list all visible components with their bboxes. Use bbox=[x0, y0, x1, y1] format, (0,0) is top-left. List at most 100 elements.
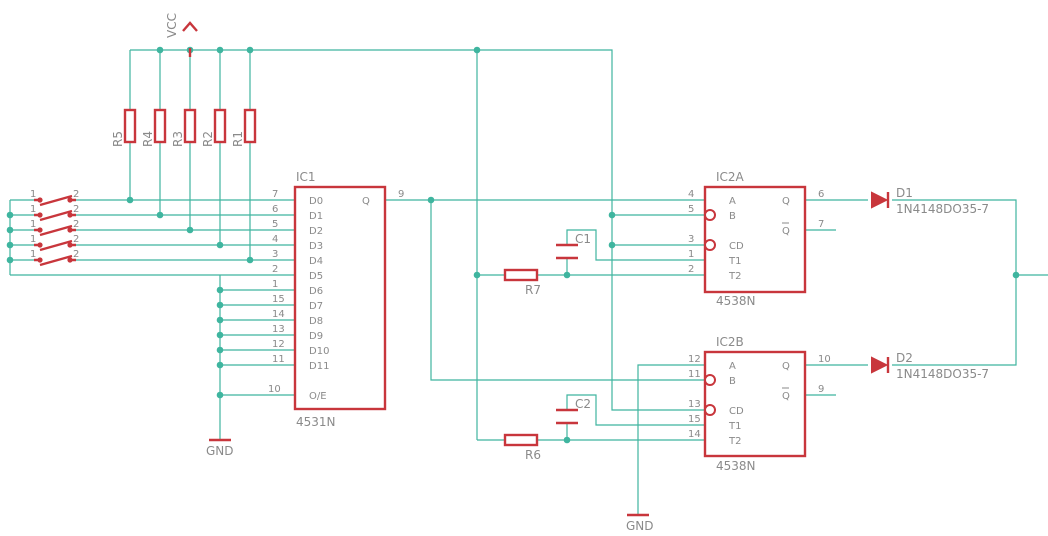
ic1-oe-signal: O/E bbox=[309, 391, 327, 402]
gnd-symbol-left: GND bbox=[206, 438, 234, 458]
ic1-pin-signal: D9 bbox=[309, 331, 323, 342]
switch-1: 1 2 bbox=[30, 189, 79, 207]
switch-5-pin-b: 2 bbox=[73, 249, 79, 260]
ic1-oe-pin: 10 bbox=[268, 384, 281, 395]
switch-4-pin-b: 2 bbox=[73, 234, 79, 245]
ic2b-pin-signal: T2 bbox=[728, 436, 741, 447]
ic1-pin-number: 4 bbox=[272, 234, 278, 245]
ic1-pin-signal: D2 bbox=[309, 226, 323, 237]
ic2a-name: IC2A bbox=[716, 170, 745, 184]
ic1-pin-signal: D8 bbox=[309, 316, 323, 327]
ic1-multiplexer: IC1 4531N Q 9 O/E 10 7D06D15D24D33D42D51… bbox=[268, 170, 404, 429]
gnd-label-left: GND bbox=[206, 444, 234, 458]
ic2a-pin-number: 2 bbox=[688, 264, 694, 275]
ic1-pin-signal: D10 bbox=[309, 346, 329, 357]
ic1-pin-number: 12 bbox=[272, 339, 285, 350]
switch-3: 1 2 bbox=[30, 219, 79, 237]
ic2b-pin-signal: CD bbox=[729, 406, 744, 417]
switch-4-pin-a: 1 bbox=[30, 234, 36, 245]
ic2b-pin-signal: T1 bbox=[728, 421, 741, 432]
ic1-out-signal: Q bbox=[362, 196, 370, 207]
switch-2-pin-a: 1 bbox=[30, 204, 36, 215]
ic1-pin-signal: D7 bbox=[309, 301, 323, 312]
diode-d2: D2 1N4148DO35-7 bbox=[871, 351, 989, 381]
resistor-label-r2: R2 bbox=[201, 131, 215, 147]
ic2a-pin-number: 4 bbox=[688, 189, 694, 200]
resistor-label-r7: R7 bbox=[525, 283, 541, 297]
ic2a-pin-signal: CD bbox=[729, 241, 744, 252]
ic2a-pin-number: 1 bbox=[688, 249, 694, 260]
diode-d1: D1 1N4148DO35-7 bbox=[871, 186, 989, 216]
ic1-pin-signal: D0 bbox=[309, 196, 323, 207]
switch-2: 1 2 bbox=[30, 204, 79, 222]
ic2a-out-pin-number: 7 bbox=[818, 219, 824, 230]
junctions bbox=[6, 46, 1020, 444]
ic1-pin-number: 6 bbox=[272, 204, 278, 215]
ic1-pin-number: 3 bbox=[272, 249, 278, 260]
vcc-label: VCC bbox=[165, 13, 179, 38]
ic2b-pin-number: 11 bbox=[688, 369, 701, 380]
ic2b-out-signal: Q bbox=[782, 391, 790, 402]
switch-5-pin-a: 1 bbox=[30, 249, 36, 260]
timing-components: R7 C1 R6 C2 bbox=[503, 232, 591, 462]
ic2b-inversion-bubble bbox=[704, 404, 716, 416]
ic2b-out-pin-number: 9 bbox=[818, 384, 824, 395]
ic1-input-pins: 7D06D15D24D33D42D51D615D714D813D912D1011… bbox=[272, 189, 329, 372]
ic1-name: IC1 bbox=[296, 170, 316, 184]
ic2a-pin-signal: T2 bbox=[728, 271, 741, 282]
ic2a-value: 4538N bbox=[716, 294, 756, 308]
diode-d1-value: 1N4148DO35-7 bbox=[896, 202, 989, 216]
switch-3-pin-b: 2 bbox=[73, 219, 79, 230]
vcc-symbol: VCC bbox=[165, 13, 198, 57]
ic2b-pin-number: 15 bbox=[688, 414, 701, 425]
ic1-pin-number: 7 bbox=[272, 189, 278, 200]
wires bbox=[9, 49, 1048, 515]
ic1-pin-signal: D3 bbox=[309, 241, 323, 252]
switch-2-pin-b: 2 bbox=[73, 204, 79, 215]
ic2a-pin-number: 3 bbox=[688, 234, 694, 245]
ic2a-inversion-bubble bbox=[704, 239, 716, 251]
capacitor-label-c1: C1 bbox=[575, 232, 591, 246]
resistor-label-r5: R5 bbox=[111, 131, 125, 147]
ic2a-inversion-bubble bbox=[704, 209, 716, 221]
pullup-resistors: R5 R4 R3 R2 R1 bbox=[111, 108, 257, 147]
ic2a-out-pin-number: 6 bbox=[818, 189, 824, 200]
ic1-out-pin: 9 bbox=[398, 189, 404, 200]
ic1-pin-signal: D1 bbox=[309, 211, 323, 222]
resistor-label-r4: R4 bbox=[141, 131, 155, 147]
ic1-pin-number: 13 bbox=[272, 324, 285, 335]
gnd-symbol-right: GND bbox=[626, 513, 654, 533]
resistor-label-r6: R6 bbox=[525, 448, 541, 462]
ic2b-pin-signal: B bbox=[729, 376, 736, 387]
ic2b-out-pin-number: 10 bbox=[818, 354, 831, 365]
switch-4: 1 2 bbox=[30, 234, 79, 252]
diode-d2-value: 1N4148DO35-7 bbox=[896, 367, 989, 381]
diode-d1-name: D1 bbox=[896, 186, 913, 200]
switch-5: 1 2 bbox=[30, 249, 79, 267]
gnd-label-right: GND bbox=[626, 519, 654, 533]
switch-1-pin-b: 2 bbox=[73, 189, 79, 200]
ic2a-pin-signal: B bbox=[729, 211, 736, 222]
ic1-pin-signal: D11 bbox=[309, 361, 329, 372]
ic1-pin-number: 11 bbox=[272, 354, 285, 365]
ic1-pin-number: 14 bbox=[272, 309, 285, 320]
diode-d2-name: D2 bbox=[896, 351, 913, 365]
ic1-pin-number: 1 bbox=[272, 279, 278, 290]
ic1-pin-number: 5 bbox=[272, 219, 278, 230]
ic1-pin-number: 2 bbox=[272, 264, 278, 275]
resistor-label-r1: R1 bbox=[231, 131, 245, 147]
ic2b-out-signal: Q bbox=[782, 361, 790, 372]
ic1-pin-number: 15 bbox=[272, 294, 285, 305]
ic2a-pin-number: 5 bbox=[688, 204, 694, 215]
ic1-pin-signal: D5 bbox=[309, 271, 323, 282]
ic1-pin-signal: D4 bbox=[309, 256, 323, 267]
dip-switch: 1 2 1 2 1 2 1 2 1 2 bbox=[30, 189, 79, 267]
ic2a-out-signal: Q bbox=[782, 196, 790, 207]
ic2a-pin-signal: A bbox=[729, 196, 736, 207]
ic2b-value: 4538N bbox=[716, 459, 756, 473]
